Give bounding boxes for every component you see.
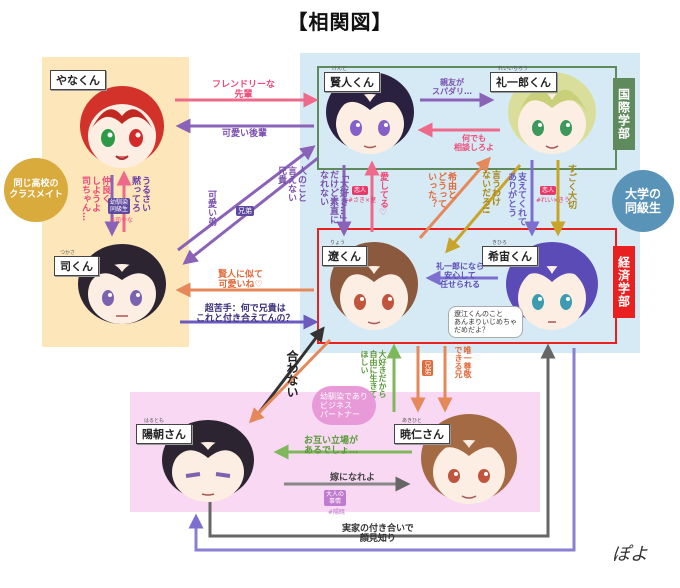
character-akihito xyxy=(410,404,528,516)
ruby-reiichiro: れいいちろう xyxy=(498,66,529,72)
name-hirotomo: 陽朝さん xyxy=(136,424,192,444)
label-reiichiro-kento: 何でも 相談しろよ xyxy=(454,134,494,152)
tag2-hirotomo-akihito: #陽暁 xyxy=(328,509,346,516)
label-kento-haruka-a: 「大好き…」 だけど素直に なれない xyxy=(318,170,348,224)
classmates-text: 同じ高校の クラスメイト xyxy=(9,179,63,200)
label-reiichiro-kiyu-b: すごく大切 xyxy=(566,164,576,209)
ruby-akihito: あきひと xyxy=(402,418,422,424)
label-reiichiro-kiyu-a: 支えてくれて ありがとう xyxy=(506,172,526,226)
daigaku-circle: 大学の 同級生 xyxy=(612,170,674,232)
tag-yana-tsukasa: 幼馴染 同級生 xyxy=(108,198,131,214)
tsukasa-face xyxy=(78,244,166,324)
daigaku-text: 大学の 同級生 xyxy=(624,187,661,215)
name-reiichiro: 礼一郎くん xyxy=(490,72,557,92)
tag-hirotomo-akihito: 大人の 事情 xyxy=(324,490,347,506)
classmates-circle: 同じ高校の クラスメイト xyxy=(4,158,68,222)
tag-reiichiro-kiyu: 恋人 xyxy=(540,186,557,195)
tag-tsukasa-kento: 兄弟 xyxy=(236,206,254,216)
character-yana xyxy=(68,68,176,176)
name-tsukasa: 司くん xyxy=(54,256,99,276)
character-reiichiro xyxy=(500,62,604,166)
name-haruka: 遼くん xyxy=(322,246,367,266)
note-hirotomo-akihito: 幼馴染であり ビジネス パートナー xyxy=(312,386,376,425)
tag-haruka-akihito: 兄弟 xyxy=(422,360,433,376)
label-tsukasa-haruka: 超苦手：何で兄貴は これと付き合えてんの？ xyxy=(196,304,295,324)
ruby-haruka: りょう xyxy=(330,240,346,246)
ruby-tsukasa: つかさ xyxy=(60,250,76,256)
yana-face xyxy=(80,86,164,168)
tag2-reiichiro-kiyu: #れい×きう xyxy=(536,197,570,204)
label-kento-reiichiro: 親友が スパダリ… xyxy=(432,78,472,96)
name-kento: 賢人くん xyxy=(324,72,380,92)
label-haruka-akihito-a: 大好きだから 自由に生きて ほしい xyxy=(360,350,387,398)
label-reiichiro-haruka: 言うわけ ないだろ!! xyxy=(480,170,500,215)
label-yana-to-kento: フレンドリーな 先輩 xyxy=(212,80,276,100)
label-haruka-tsukasa: 賢人に似て 可愛いね♡ xyxy=(218,270,264,290)
tag2-yana-tsukasa: #司やな xyxy=(110,217,134,224)
kokusai-label: 国際学部 xyxy=(613,78,635,150)
label-family: 実家の付き合いで 顔見知り xyxy=(342,524,414,544)
akihito-face xyxy=(421,414,517,504)
tag2-kento-haruka: #さき×遼 xyxy=(348,197,377,204)
label-akihito-hirotomo: お互い立場が あるでしょ… xyxy=(304,436,359,456)
name-kiyu: 希宙くん xyxy=(482,246,538,266)
label-yana-tsukasa-b: 仲良く しようよ 司ちゃん… xyxy=(80,176,110,221)
page-title: 【相関図】 xyxy=(287,10,393,34)
label-tsukasa-kento-a: 可愛い弟 xyxy=(206,190,216,226)
ruby-kento: けんと xyxy=(332,66,348,72)
character-tsukasa xyxy=(66,232,178,336)
label-kento-haruka-b: 愛してる♡ xyxy=(378,172,388,218)
keizai-label: 経済学部 xyxy=(613,246,635,318)
name-akihito: 暁仁さん xyxy=(394,424,450,444)
label-kiyu-haruka: 礼一郎になら 安心して 任せられる xyxy=(436,262,484,289)
character-kento xyxy=(318,62,422,166)
ruby-kiyu: きひろ xyxy=(492,240,508,246)
label-tsukasa-kento-b: 人のこと 言えない 兄貴 xyxy=(276,166,306,202)
name-yana: やなくん xyxy=(50,70,106,90)
label-hirotomo-to-akihito: 嫁になれよ xyxy=(330,473,376,483)
label-haruka-reiichiro-a: 希由と どうって いった？ xyxy=(426,172,456,208)
label-akihito-haruka: 唯一尊敬 できる兄 xyxy=(454,346,472,378)
tag-kento-haruka: 恋人 xyxy=(352,186,369,195)
label-awanai: 合わない xyxy=(285,350,299,398)
ruby-hirotomo: はるとも xyxy=(144,418,165,424)
label-kento-to-yana: 可愛い後輩 xyxy=(222,129,268,139)
label-yana-tsukasa-a: うるさい 黙ってろ xyxy=(130,176,150,212)
bubble-haruka-kiyu: 遼江くんのこと あんまりいじめちゃ だめだよ？ xyxy=(448,306,523,338)
reiichiro-face xyxy=(508,72,596,154)
signature: ぽよ xyxy=(612,544,648,565)
kento-face xyxy=(326,72,414,154)
